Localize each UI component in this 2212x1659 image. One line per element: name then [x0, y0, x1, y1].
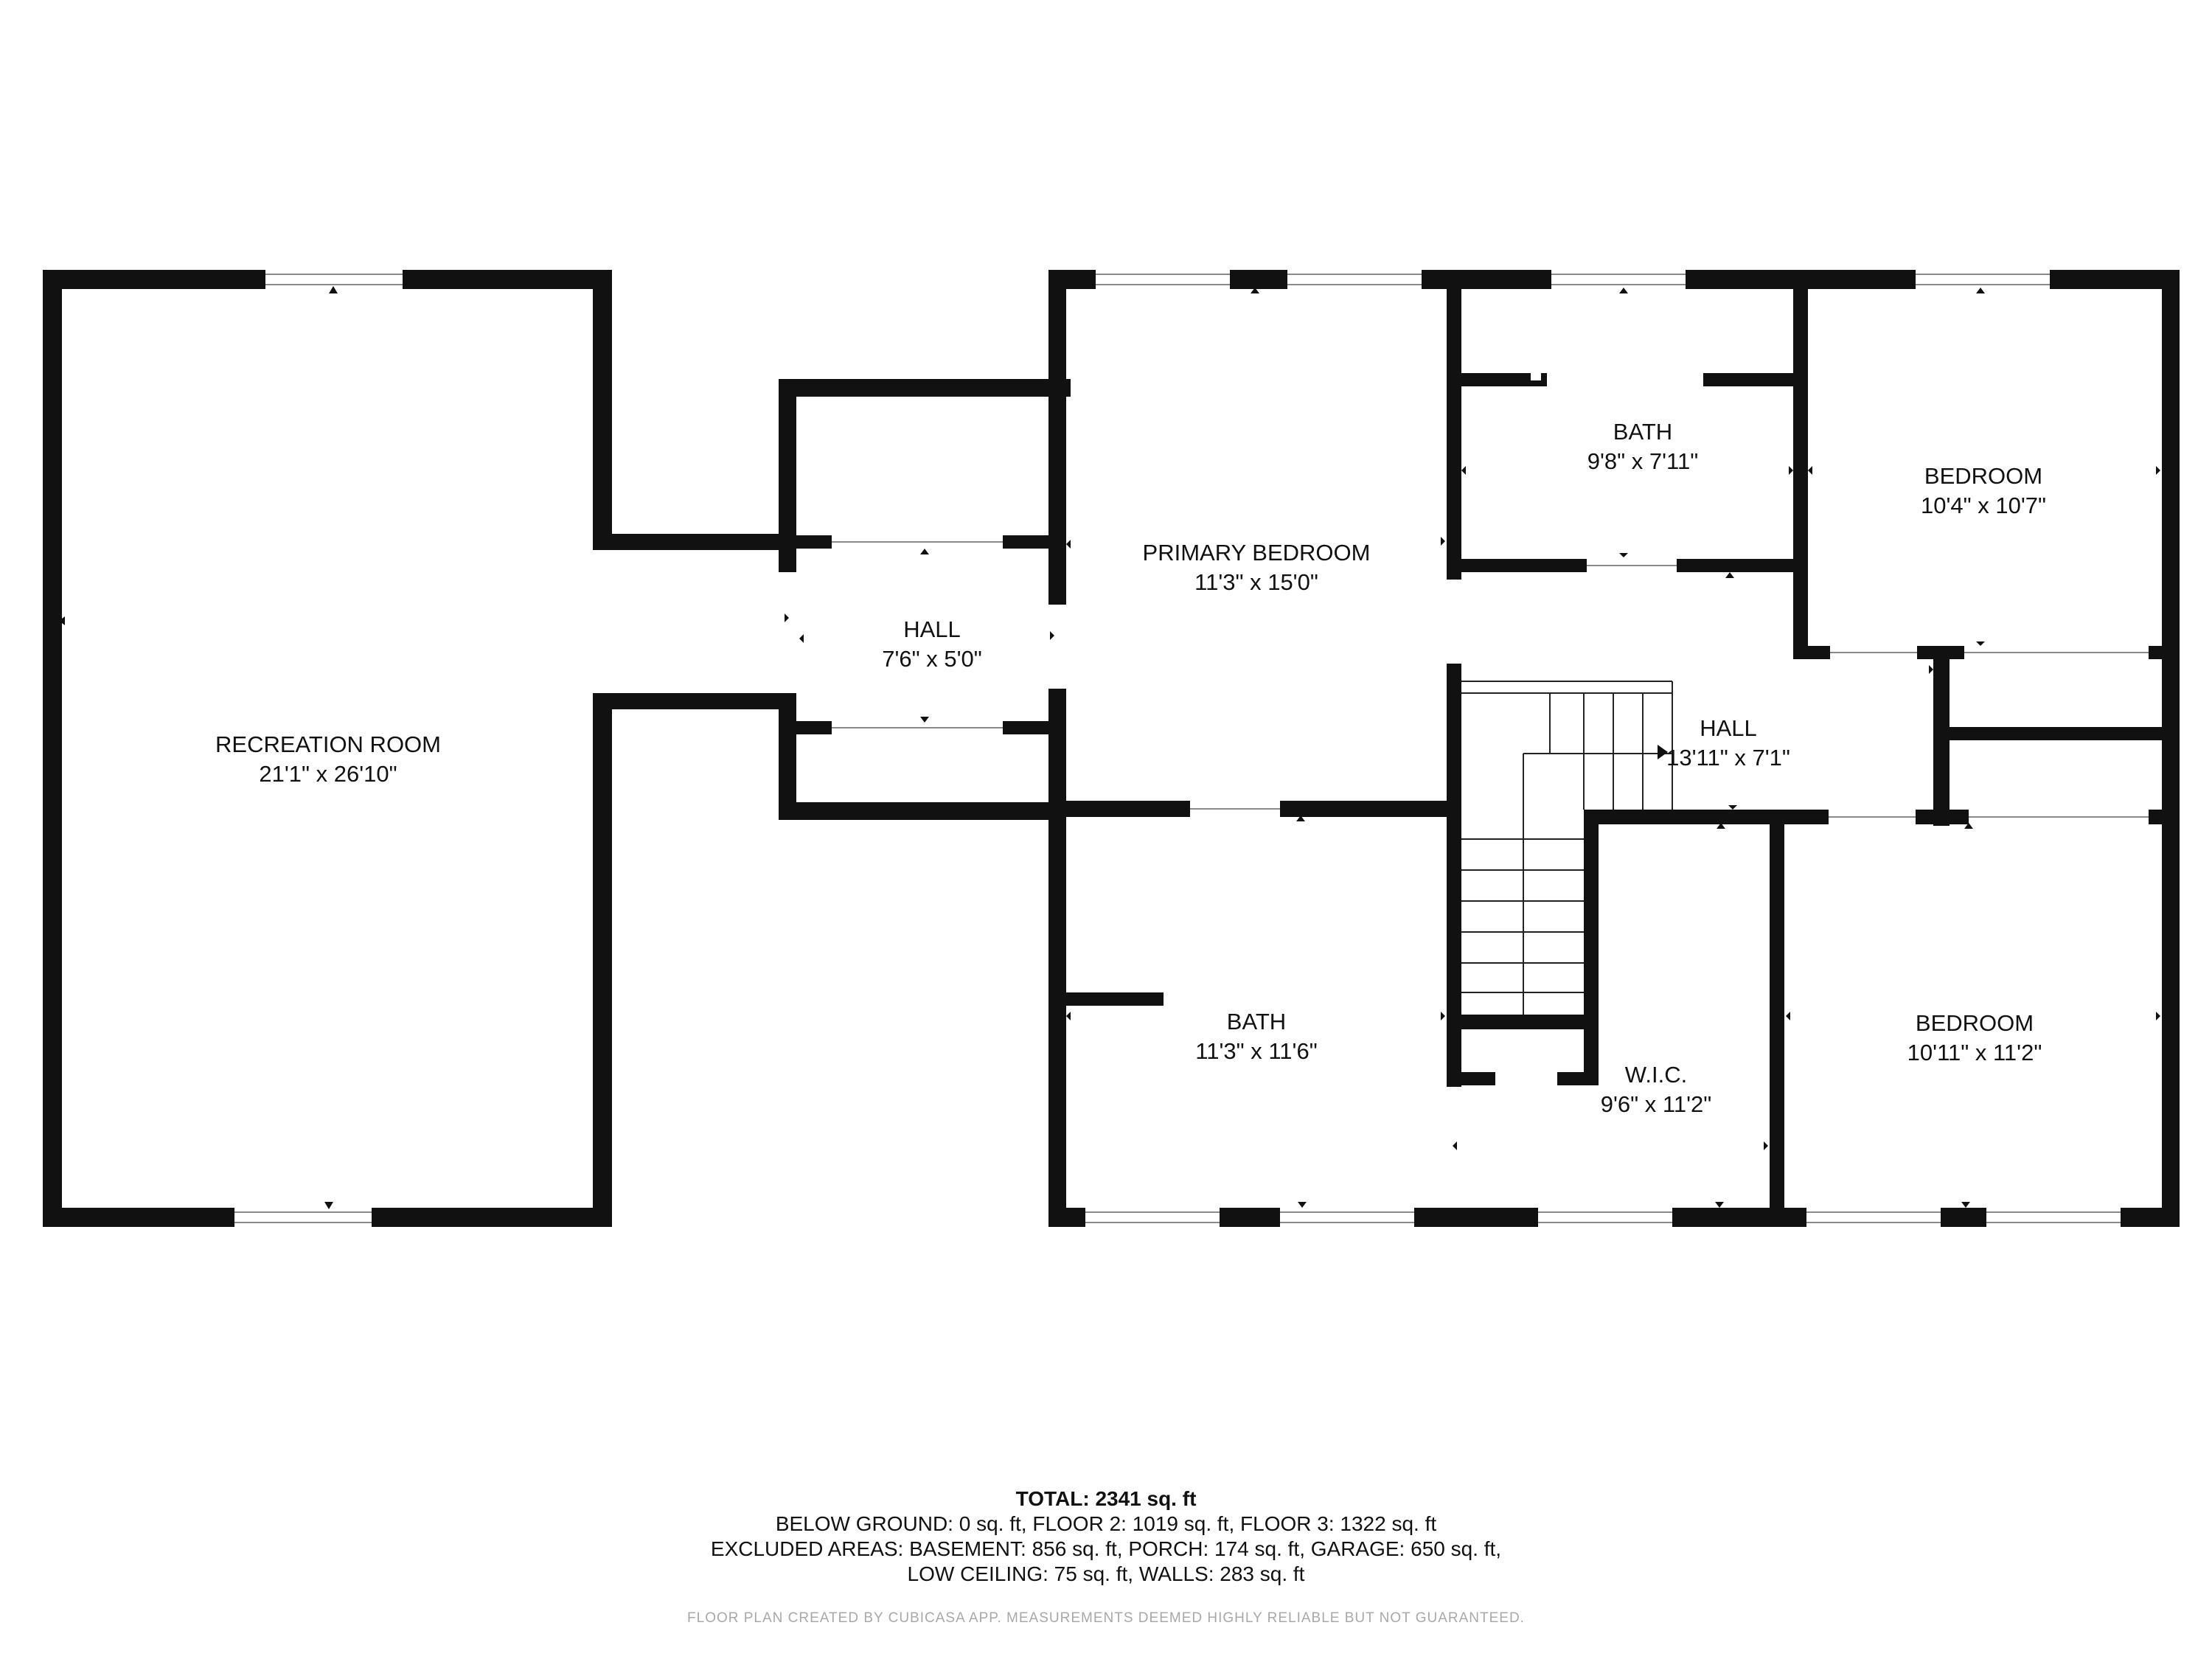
room-label-bedroom-lower: BEDROOM 10'11" x 11'2"	[1907, 1009, 2042, 1068]
room-dimensions: 11'3" x 11'6"	[1195, 1038, 1318, 1064]
room-name: BEDROOM	[1915, 1010, 2034, 1036]
summary-total: TOTAL: 2341 sq. ft	[1015, 1487, 1197, 1510]
room-label-hall-left: HALL 7'6" x 5'0"	[882, 615, 982, 674]
room-dimensions: 13'11" x 7'1"	[1666, 745, 1790, 771]
room-name: BEDROOM	[1924, 463, 2043, 489]
room-label-bath-upper: BATH 9'8" x 7'11"	[1587, 417, 1698, 476]
room-dimensions: 7'6" x 5'0"	[882, 646, 982, 672]
room-name: BATH	[1226, 1009, 1287, 1034]
room-name: HALL	[903, 616, 961, 642]
room-label-bath-lower: BATH 11'3" x 11'6"	[1195, 1007, 1317, 1066]
room-name: HALL	[1700, 715, 1757, 741]
summary-excluded-areas: EXCLUDED AREAS: BASEMENT: 856 sq. ft, PO…	[710, 1537, 1502, 1560]
disclaimer: FLOOR PLAN CREATED BY CUBICASA APP. MEAS…	[687, 1610, 1525, 1626]
room-dimensions: 10'4" x 10'7"	[1920, 493, 2047, 518]
staircase	[1461, 681, 1673, 1015]
room-dimensions: 21'1" x 26'10"	[259, 761, 397, 787]
summary-floor-areas: BELOW GROUND: 0 sq. ft, FLOOR 2: 1019 sq…	[775, 1512, 1437, 1535]
openings	[779, 292, 2149, 1085]
room-dimensions: 10'11" x 11'2"	[1907, 1040, 2042, 1065]
room-label-recreation-room: RECREATION ROOM 21'1" x 26'10"	[215, 730, 441, 789]
room-dimensions: 9'6" x 11'2"	[1600, 1091, 1712, 1117]
room-label-hall-right: HALL 13'11" x 7'1"	[1666, 714, 1790, 773]
room-name: BATH	[1613, 419, 1673, 445]
room-dimensions: 9'8" x 7'11"	[1587, 448, 1699, 474]
room-name: W.I.C.	[1624, 1062, 1688, 1088]
stair-direction-arrow-icon	[1658, 745, 1668, 759]
summary-low-ceiling-walls: LOW CEILING: 75 sq. ft, WALLS: 283 sq. f…	[907, 1562, 1305, 1585]
room-name: PRIMARY BEDROOM	[1142, 540, 1371, 566]
windows	[234, 270, 2121, 1227]
room-label-wic: W.I.C. 9'6" x 11'2"	[1601, 1060, 1711, 1119]
room-label-primary-bedroom: PRIMARY BEDROOM 11'3" x 15'0"	[1143, 538, 1371, 597]
room-label-bedroom-upper: BEDROOM 10'4" x 10'7"	[1921, 462, 2046, 521]
room-name: RECREATION ROOM	[215, 731, 441, 757]
door-markers	[59, 286, 2160, 1209]
room-dimensions: 11'3" x 15'0"	[1194, 569, 1318, 595]
